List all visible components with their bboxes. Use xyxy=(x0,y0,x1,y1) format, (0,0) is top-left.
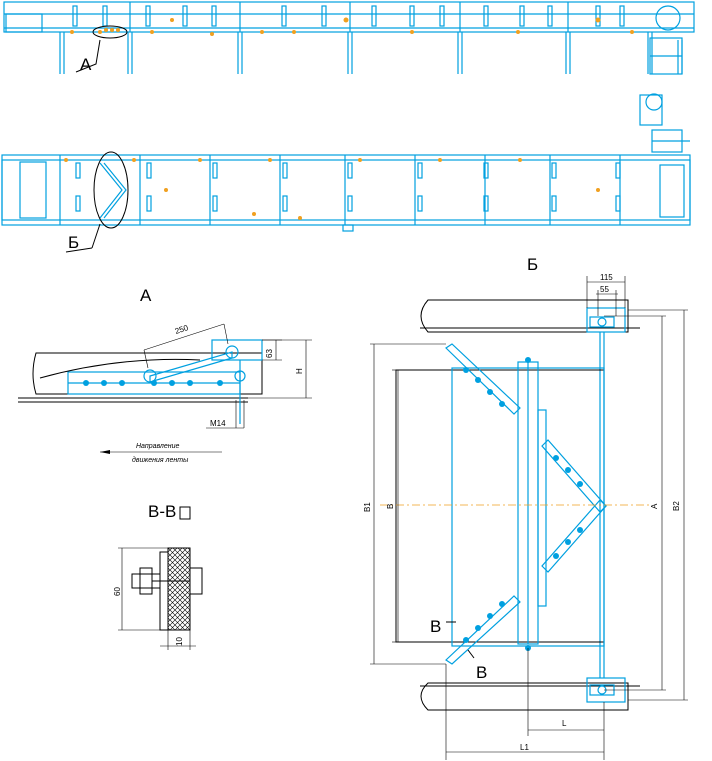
detail-A: А 250 63 H xyxy=(18,286,312,464)
direction-label-line1: Направление xyxy=(136,443,180,450)
dim-H: H xyxy=(295,368,304,374)
dim-63: 63 xyxy=(265,349,274,358)
section-VV-title: В-В xyxy=(148,502,176,521)
dim-60: 60 xyxy=(113,587,122,596)
dim-B: B xyxy=(386,504,395,509)
direction-label-line2: движения ленты xyxy=(132,456,189,464)
dim-B2: B2 xyxy=(672,501,681,511)
detail-B: Б xyxy=(363,255,688,760)
callout-A: А xyxy=(80,55,92,74)
dim-55: 55 xyxy=(600,285,609,294)
dim-115: 115 xyxy=(600,273,613,282)
dim-L1: L1 xyxy=(520,743,529,752)
conveyor-side-view: А xyxy=(3,1,695,75)
dim-B1: B1 xyxy=(363,502,372,512)
dim-10: 10 xyxy=(175,637,184,646)
conveyor-plan-view: Б xyxy=(1,93,691,253)
dim-L: L xyxy=(562,719,567,728)
detail-A-title: А xyxy=(140,286,152,305)
callout-B: Б xyxy=(68,233,79,252)
dim-250: 250 xyxy=(174,323,190,336)
section-marker-V1: В xyxy=(430,617,441,636)
dim-A: A xyxy=(650,503,659,509)
section-VV: В-В 60 10 xyxy=(113,502,203,650)
dim-M14: М14 xyxy=(210,419,226,428)
detail-B-title: Б xyxy=(527,255,538,274)
section-marker-V2: В xyxy=(476,663,487,682)
